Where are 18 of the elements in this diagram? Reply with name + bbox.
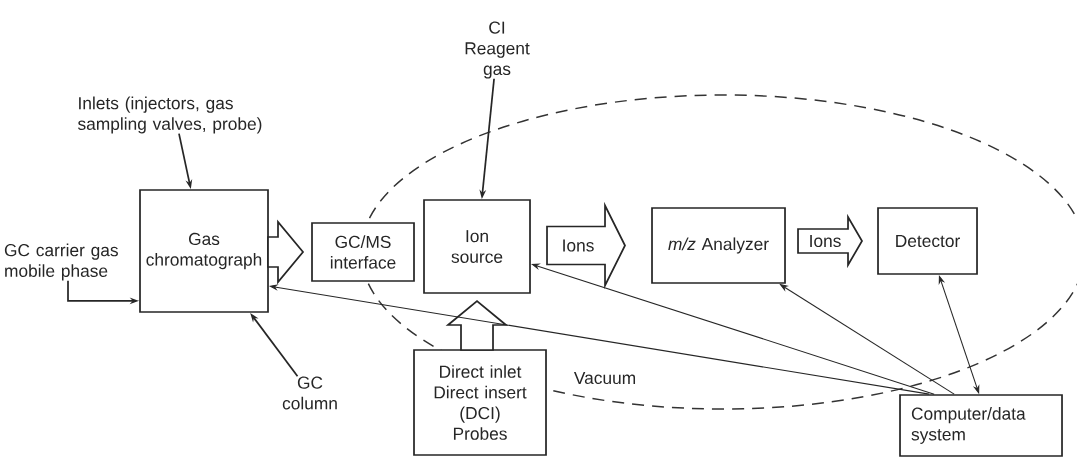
block-arrow xyxy=(546,201,626,290)
process-box: Detector xyxy=(877,207,978,275)
callout-text: Inlets (injectors, gas sampling valves, probe) xyxy=(78,96,262,134)
process-box: Direct inlet Direct insert (DCI) Probes xyxy=(413,349,547,456)
block-arrow xyxy=(445,299,509,351)
callout-text: GC carrier gas mobile phase xyxy=(4,243,118,281)
process-box: m/z Analyzer xyxy=(651,207,786,284)
callout-text: GC column xyxy=(282,376,337,410)
edge-label: Ions xyxy=(563,239,594,252)
edge-label: Ions xyxy=(810,234,841,248)
block-arrow xyxy=(797,213,863,269)
callout-text: CI Reagent gas xyxy=(465,21,530,79)
process-box: GC/MS interface xyxy=(311,222,415,282)
process-box: Computer/data system xyxy=(899,394,1063,457)
process-box: Ion source xyxy=(423,199,531,294)
block-arrow xyxy=(267,219,305,285)
process-box: Gas chromatograph xyxy=(139,189,269,313)
region-label: Vacuum xyxy=(573,371,635,385)
